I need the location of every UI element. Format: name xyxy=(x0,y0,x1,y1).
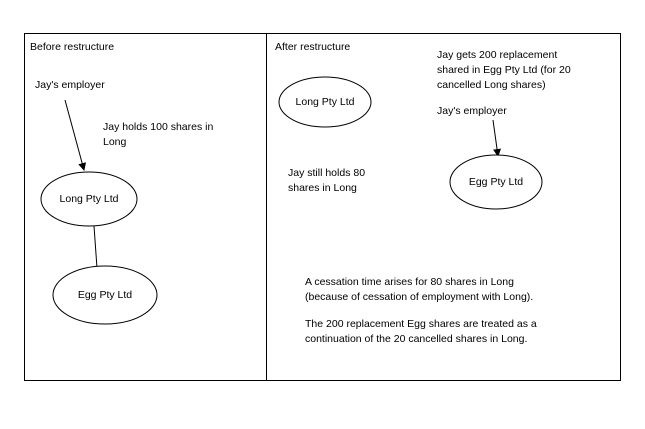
before-long-label: Long Pty Ltd xyxy=(59,193,119,205)
after-long-label: Long Pty Ltd xyxy=(295,96,355,108)
after-employer-label: Jay's employer xyxy=(437,105,507,117)
after-holding-note: Jay still holds 80 shares in Long xyxy=(288,167,366,194)
after-egg-label: Egg Pty Ltd xyxy=(468,176,524,188)
after-continuation-note: The 200 replacement Egg shares are treat… xyxy=(305,318,537,345)
before-egg-label: Egg Pty Ltd xyxy=(77,289,133,301)
diagram-frame xyxy=(24,33,621,381)
after-employer-arrow xyxy=(492,119,501,157)
before-egg-node xyxy=(52,265,158,325)
before-title: Before restructure xyxy=(30,41,115,53)
after-replacement-note: Jay gets 200 replacement shared in Egg P… xyxy=(437,49,571,91)
after-long-node xyxy=(278,76,372,128)
before-employer-arrow xyxy=(64,99,87,171)
before-ownership-link xyxy=(93,225,98,269)
before-holding-note: Jay holds 100 shares in Long xyxy=(103,121,214,148)
after-egg-node xyxy=(449,154,543,210)
after-cessation-note: A cessation time arises for 80 shares in… xyxy=(305,276,534,303)
after-title: After restructure xyxy=(275,41,351,53)
before-long-node xyxy=(40,171,138,227)
before-employer-label: Jay's employer xyxy=(35,79,105,91)
